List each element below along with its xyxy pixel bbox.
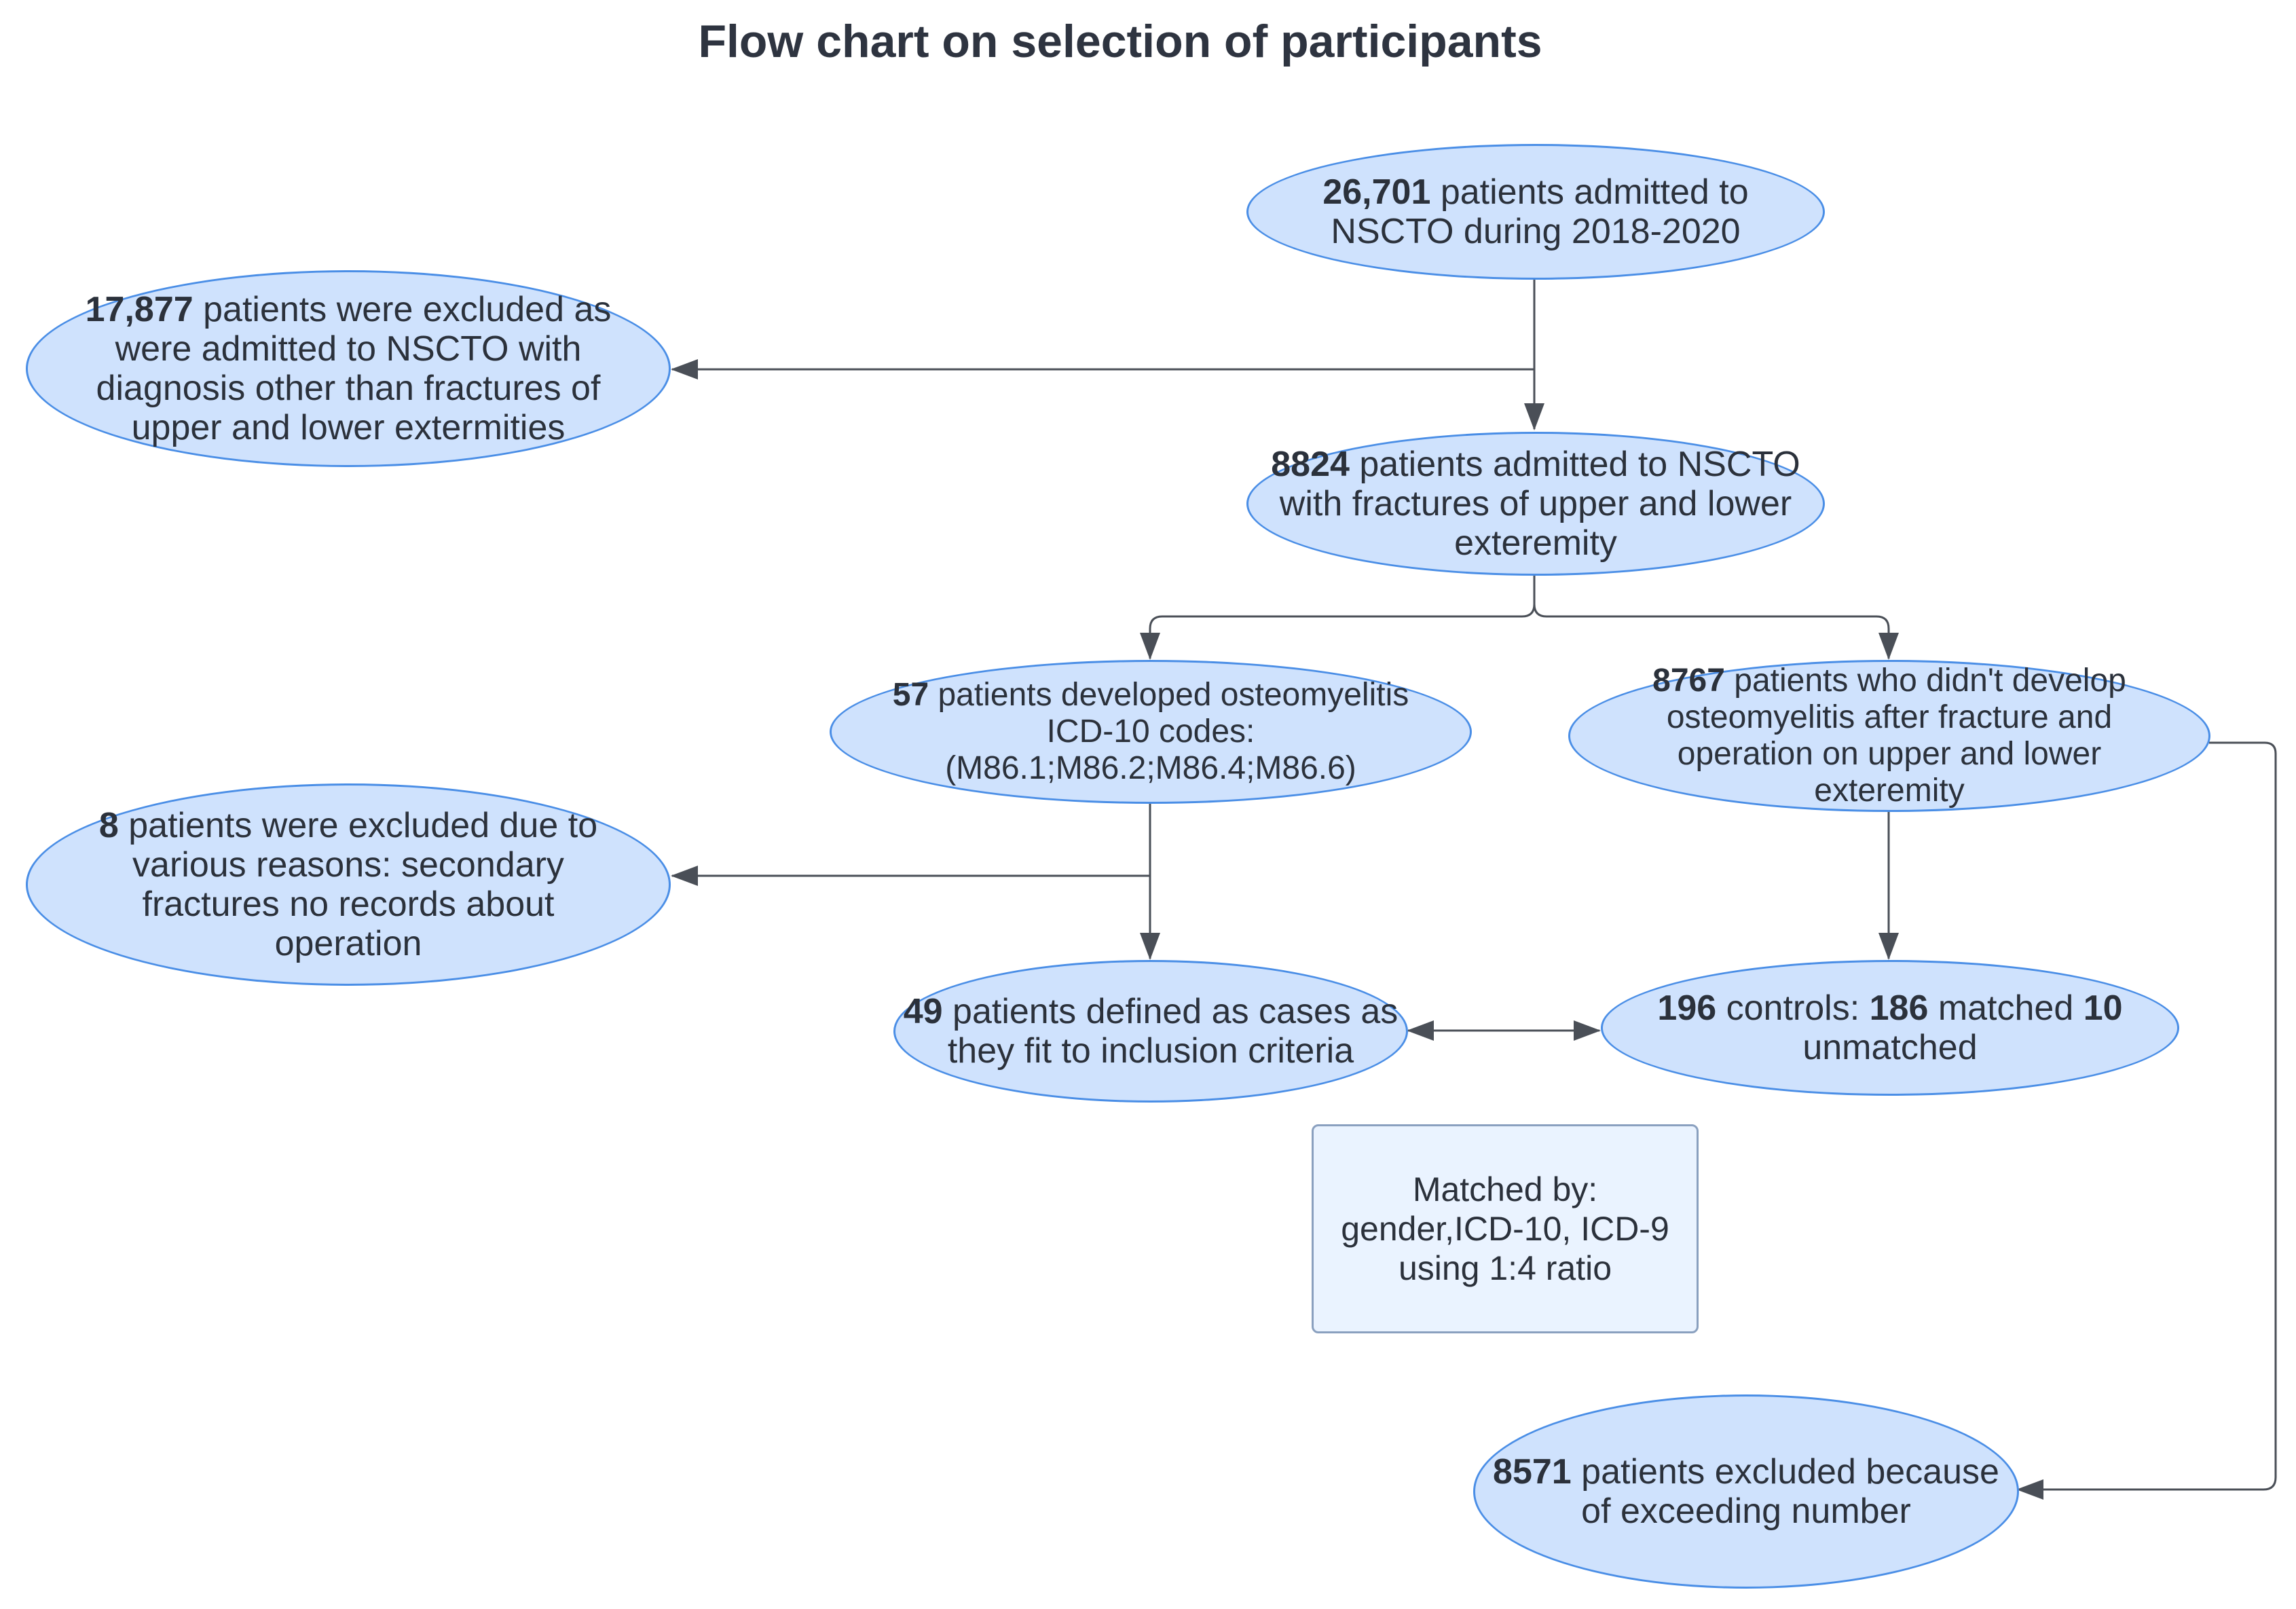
cases-count: 49 — [903, 992, 943, 1031]
matching-note: Matched by: gender,ICD-10, ICD-9 using 1… — [1312, 1124, 1699, 1333]
node-excluded-various: 8 patients were excluded due to various … — [26, 783, 671, 986]
excluded-other-dx-count: 17,877 — [85, 290, 193, 329]
excluded-other-dx-text: patients were excluded as were admitted … — [96, 290, 612, 447]
node-admitted: 26,701 patients admitted to NSCTO during… — [1246, 144, 1825, 280]
edge-fractures-split — [1140, 576, 1536, 660]
fractures-text: patients admitted to NSCTO with fracture… — [1279, 445, 1800, 563]
node-cases: 49 patients defined as cases as they fit… — [893, 960, 1408, 1103]
node-controls: 196 controls: 186 matched 10 unmatched — [1601, 960, 2179, 1096]
fractures-count: 8824 — [1271, 445, 1350, 484]
node-fractures: 8824 patients admitted to NSCTO with fra… — [1246, 432, 1825, 576]
excluded-various-text: patients were excluded due to various re… — [118, 806, 598, 963]
admitted-count: 26,701 — [1322, 172, 1431, 212]
controls-text-3: unmatched — [1802, 1028, 1978, 1067]
controls-text-2: matched — [1928, 988, 2084, 1028]
controls-matched-count: 186 — [1869, 988, 1929, 1028]
matching-note-text: Matched by: gender,ICD-10, ICD-9 using 1… — [1341, 1170, 1669, 1287]
no-osteomyelitis-text: patients who didn't develop osteomyeliti… — [1666, 663, 2126, 809]
no-osteomyelitis-count: 8767 — [1652, 663, 1725, 699]
node-excluded-exceeding: 8571 patients excluded because of exceed… — [1473, 1394, 2019, 1589]
osteomyelitis-text: patients developed osteomyelitis ICD-10 … — [929, 677, 1409, 786]
osteomyelitis-count: 57 — [892, 677, 929, 713]
controls-count: 196 — [1657, 988, 1717, 1028]
cases-text: patients defined as cases as they fit to… — [942, 992, 1399, 1071]
admitted-text: patients admitted to NSCTO during 2018-2… — [1331, 172, 1749, 251]
controls-text-1: controls: — [1716, 988, 1870, 1028]
node-excluded-other-dx: 17,877 patients were excluded as were ad… — [26, 270, 671, 467]
node-osteomyelitis: 57 patients developed osteomyelitis ICD-… — [830, 660, 1472, 804]
edge-fractures-to-no-osteomyelitis — [1533, 604, 1899, 660]
excluded-exceeding-text: patients excluded because of exceeding n… — [1571, 1452, 1999, 1531]
edge-to-excluded-exceeding — [2016, 741, 2277, 1500]
excluded-exceeding-count: 8571 — [1493, 1452, 1572, 1492]
excluded-various-count: 8 — [98, 806, 119, 845]
node-no-osteomyelitis: 8767 patients who didn't develop osteomy… — [1568, 660, 2210, 812]
chart-title: Flow chart on selection of participants — [698, 16, 1542, 67]
controls-unmatched-count: 10 — [2083, 988, 2123, 1028]
